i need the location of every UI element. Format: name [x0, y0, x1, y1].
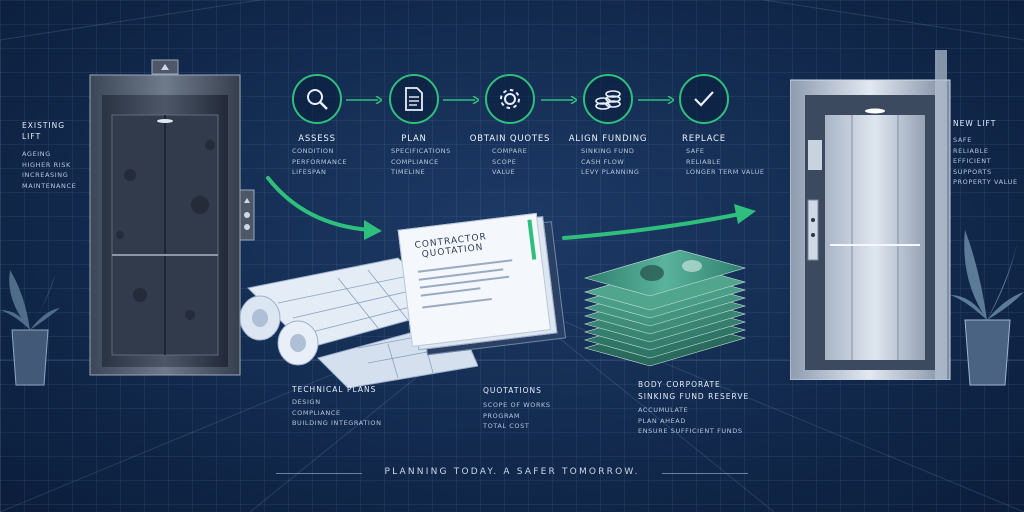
step-circle: [292, 74, 342, 124]
list-item: PROPERTY VALUE: [953, 178, 1018, 186]
arrow-right-icon: [638, 96, 674, 104]
tagline: PLANNING TODAY. A SAFER TOMORROW.: [384, 467, 640, 477]
curved-arrow-left-icon: [266, 176, 382, 240]
arrow-right-icon: [443, 96, 479, 104]
list-item: TOTAL COST: [483, 422, 530, 430]
step-title: ASSESS: [298, 134, 336, 144]
list-item: PERFORMANCE: [292, 157, 347, 166]
quotations-list: SCOPE OF WORKS PROGRAM TOTAL COST: [483, 400, 551, 432]
list-item: HIGHER RISK: [22, 160, 71, 169]
tagline-divider: [276, 473, 362, 474]
list-item: AGEING: [22, 150, 51, 158]
technical-plans-title: TECHNICAL PLANS: [292, 385, 377, 394]
list-item: PROGRAM: [483, 411, 521, 420]
plant-left-icon: [0, 270, 60, 386]
step-list: CONDITION PERFORMANCE LIFESPAN: [292, 146, 347, 178]
new-lift-title: NEW LIFT: [953, 119, 997, 128]
list-item: SAFE: [953, 136, 972, 144]
step-assess: ASSESS CONDITION PERFORMANCE LIFESPAN: [247, 74, 387, 176]
coins-icon: [595, 90, 621, 110]
existing-lift-title-line: EXISTING: [22, 121, 66, 130]
sinking-fund-title-line: SINKING FUND RESERVE: [638, 392, 750, 401]
step-list: SINKING FUND CASH FLOW LEVY PLANNING: [581, 146, 639, 178]
new-lift-list: SAFE RELIABLE EFFICIENT SUPPORTS PROPERT…: [953, 135, 1018, 188]
quotations-title: QUOTATIONS: [483, 386, 542, 395]
step-circle: [485, 74, 535, 124]
list-item: MAINTENANCE: [22, 181, 77, 190]
list-item: VALUE: [492, 168, 516, 176]
list-item: LIFESPAN: [292, 168, 327, 176]
step-list: COMPARE SCOPE VALUE: [492, 146, 527, 178]
list-item: SUPPORTS: [953, 167, 992, 176]
step-replace: REPLACE SAFE RELIABLE LONGER TERM VALUE: [634, 74, 774, 176]
existing-lift-title-line: LIFT: [22, 132, 42, 141]
list-item: ACCUMULATE: [638, 406, 689, 414]
list-item: SPECIFICATIONS: [391, 147, 451, 155]
step-list: SPECIFICATIONS COMPLIANCE TIMELINE: [391, 146, 451, 178]
step-align-funding: ALIGN FUNDING SINKING FUND CASH FLOW LEV…: [538, 74, 678, 176]
money-stack-illustration: [583, 249, 747, 367]
technical-plans-list: DESIGN COMPLIANCE BUILDING INTEGRATION: [292, 397, 382, 429]
list-item: SCOPE OF WORKS: [483, 401, 551, 409]
list-item: BUILDING INTEGRATION: [292, 419, 382, 427]
list-item: EFFICIENT: [953, 157, 992, 165]
list-item: LEVY PLANNING: [581, 168, 640, 176]
step-title: PLAN: [401, 134, 427, 144]
list-item: SINKING FUND: [581, 147, 635, 155]
list-item: DESIGN: [292, 398, 321, 406]
list-item: INCREASING: [22, 171, 69, 179]
tagline-divider: [662, 473, 748, 474]
step-circle: [389, 74, 439, 124]
list-item: COMPLIANCE: [292, 408, 341, 417]
step-title: REPLACE: [682, 134, 726, 144]
list-item: RELIABLE: [686, 157, 721, 166]
step-title: OBTAIN QUOTES: [469, 134, 551, 144]
list-item: PLAN AHEAD: [638, 416, 686, 425]
curved-arrow-right-icon: [562, 204, 756, 240]
list-item: CASH FLOW: [581, 157, 625, 166]
sinking-fund-list: ACCUMULATE PLAN AHEAD ENSURE SUFFICIENT …: [638, 405, 743, 437]
step-circle: [583, 74, 633, 124]
arrow-right-icon: [346, 96, 382, 104]
list-item: TIMELINE: [391, 168, 426, 176]
existing-lift-title: EXISTING LIFT: [22, 120, 65, 142]
step-list: SAFE RELIABLE LONGER TERM VALUE: [686, 146, 765, 178]
sinking-fund-title-line: BODY CORPORATE: [638, 380, 721, 389]
list-item: COMPARE: [492, 147, 528, 155]
list-item: LONGER TERM VALUE: [686, 168, 765, 176]
plant-right-icon: [950, 230, 1024, 386]
contractor-quotation-document: CONTRACTOR QUOTATION: [397, 211, 568, 359]
existing-lift-illustration: [89, 59, 255, 376]
sinking-fund-title: BODY CORPORATE SINKING FUND RESERVE: [638, 379, 749, 403]
list-item: SAFE: [686, 147, 705, 155]
gear-icon: [500, 89, 520, 109]
step-plan: PLAN SPECIFICATIONS COMPLIANCE TIMELINE: [344, 74, 484, 176]
step-obtain-quotes: OBTAIN QUOTES COMPARE SCOPE VALUE: [440, 74, 580, 176]
document-icon: [405, 87, 423, 111]
new-lift-illustration: [790, 50, 951, 380]
list-item: COMPLIANCE: [391, 157, 439, 166]
list-item: RELIABLE: [953, 146, 989, 155]
magnifier-icon: [307, 89, 328, 110]
checkmark-icon: [694, 91, 714, 107]
list-item: CONDITION: [292, 147, 334, 155]
list-item: SCOPE: [492, 157, 517, 166]
arrow-right-icon: [541, 96, 577, 104]
step-circle: [679, 74, 729, 124]
list-item: ENSURE SUFFICIENT FUNDS: [638, 427, 743, 435]
existing-lift-list: AGEING HIGHER RISK INCREASING MAINTENANC…: [22, 149, 76, 191]
step-title: ALIGN FUNDING: [568, 134, 648, 144]
